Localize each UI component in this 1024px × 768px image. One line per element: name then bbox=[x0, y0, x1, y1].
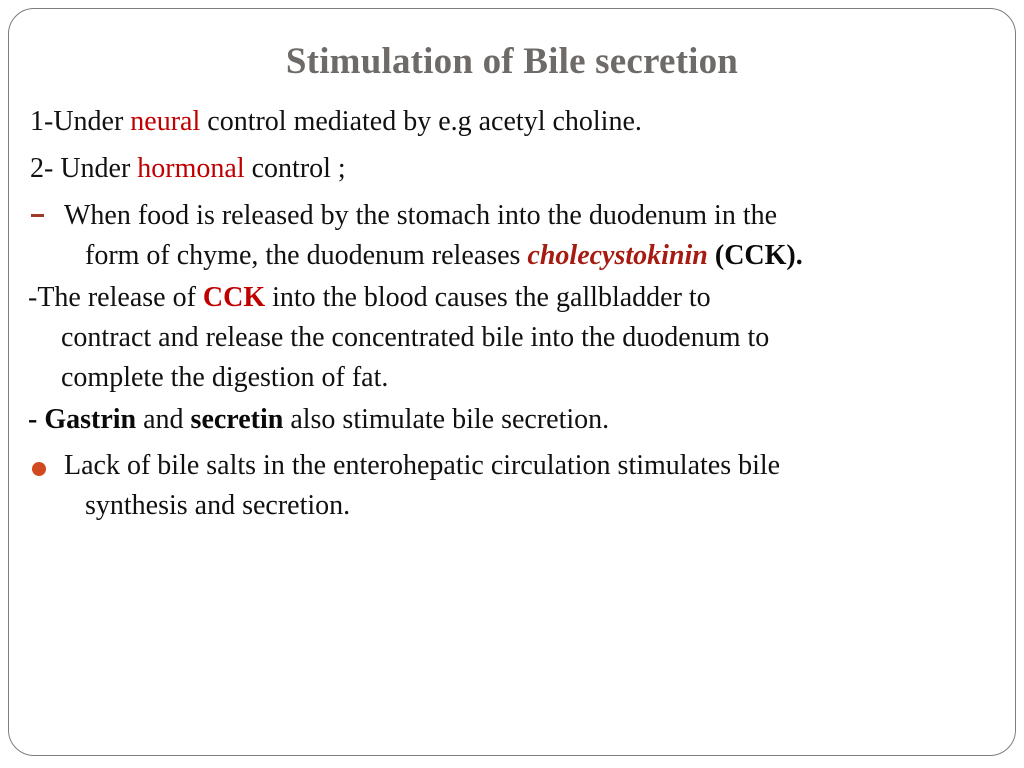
point1-rest: control mediated by e.g acetyl choline. bbox=[200, 106, 642, 137]
slide-body: 1-Under neural control mediated by e.g a… bbox=[26, 108, 996, 530]
bullet-item-line-1: Lack of bile salts in the enterohepatic … bbox=[64, 450, 781, 481]
dash-item-line2-prefix: form of chyme, the duodenum releases bbox=[85, 240, 528, 271]
gastrin-secretin-line: - Gastrin and secretin also stimulate bi… bbox=[26, 406, 996, 434]
point1-prefix: 1-Under bbox=[30, 106, 131, 137]
dash-list-item: When food is released by the stomach int… bbox=[26, 202, 996, 270]
hyphen-item-line1-suffix: into the blood causes the gallbladder to bbox=[265, 282, 711, 313]
bullet-item-line-2: synthesis and secretion. bbox=[85, 490, 351, 521]
point2-highlight-hormonal: hormonal bbox=[137, 153, 245, 184]
hyphen-item-line-3: complete the digestion of fat. bbox=[61, 362, 389, 393]
round-bullet-icon bbox=[32, 462, 46, 476]
bold-line-mid: and bbox=[136, 404, 191, 435]
hyphen-list-item: -The release of CCK into the blood cause… bbox=[26, 284, 996, 392]
point2-prefix: 2- Under bbox=[30, 153, 138, 184]
bold-gastrin: - Gastrin bbox=[28, 404, 137, 435]
dash-marker-icon bbox=[31, 214, 44, 217]
hyphen-item-line-1: -The release of CCK into the blood cause… bbox=[28, 284, 996, 312]
slide-title: Stimulation of Bile secretion bbox=[285, 41, 739, 82]
dash-item-line-1: When food is released by the stomach int… bbox=[64, 200, 778, 231]
hyphen-item-line-2: contract and release the concentrated bi… bbox=[61, 322, 770, 353]
hyphen-item-highlight-cck: CCK bbox=[202, 282, 266, 313]
bold-secretin: secretin bbox=[190, 404, 284, 435]
bullet-list-item: Lack of bile salts in the enterohepatic … bbox=[26, 452, 996, 520]
numbered-point-2: 2- Under hormonal control ; bbox=[26, 155, 996, 183]
hyphen-item-line1-prefix: -The release of bbox=[28, 282, 203, 313]
point2-rest: control ; bbox=[244, 153, 346, 184]
point1-highlight-neural: neural bbox=[130, 106, 201, 137]
dash-item-line-2: form of chyme, the duodenum releases cho… bbox=[64, 242, 996, 270]
bold-line-rest: also stimulate bile secretion. bbox=[283, 404, 610, 435]
numbered-point-1: 1-Under neural control mediated by e.g a… bbox=[26, 108, 996, 136]
dash-item-line2-suffix: (CCK). bbox=[707, 240, 803, 271]
dash-item-highlight-cholecystokinin: cholecystokinin bbox=[527, 240, 708, 271]
